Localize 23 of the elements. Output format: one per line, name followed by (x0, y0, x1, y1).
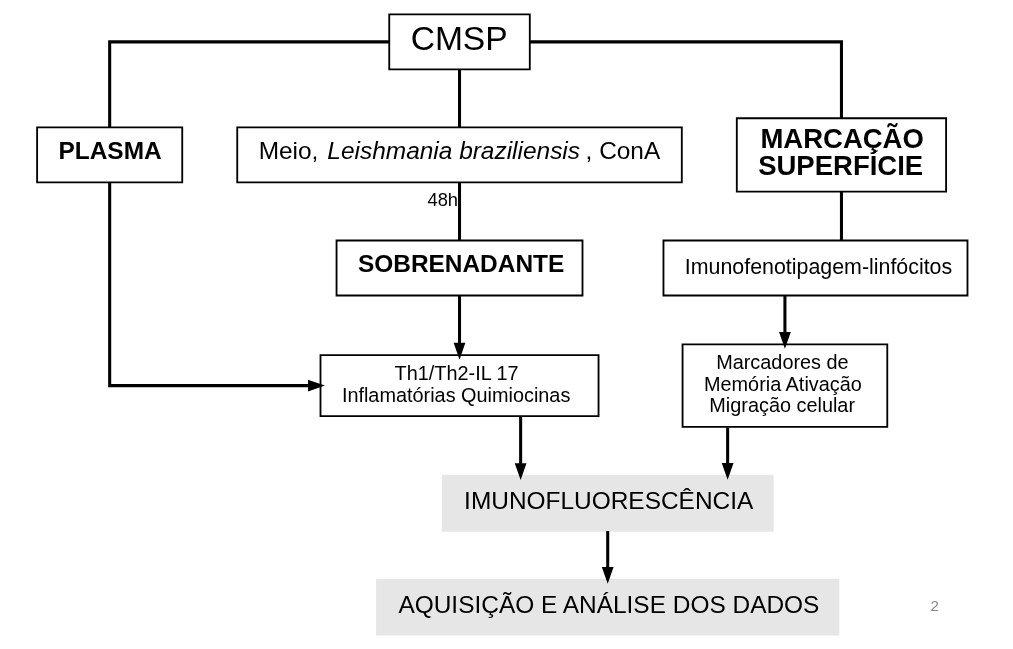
node-box: MARCAÇÃO SUPERFÍCIE (735, 117, 947, 193)
node-box: CMSP (388, 13, 531, 71)
node-box: Imunofenotipagem-linfócitos (662, 239, 969, 297)
node-box: Th1/Th2-IL 17 Inflamatórias Quimiocinas (319, 354, 600, 418)
arrow (779, 295, 791, 349)
edge-label: 48h (427, 189, 459, 211)
arrow (601, 531, 614, 584)
node-box: SOBRENADANTE (335, 239, 584, 297)
node-box: IMUNOFLUORESCÊNCIA (441, 474, 774, 532)
connector (839, 191, 843, 241)
connector (108, 40, 390, 127)
node-box: Meio, Leishmania braziliensis, ConA (236, 126, 683, 184)
label: 2 (930, 596, 939, 614)
arrow (721, 427, 734, 480)
arrow (108, 182, 325, 392)
node-box: PLASMA (36, 126, 184, 184)
node-box: Marcadores de Memória Ativação Migração celular (681, 343, 889, 428)
connector (458, 69, 462, 128)
arrow (514, 416, 527, 480)
connector (458, 182, 462, 241)
node-box: AQUISIÇÃO E ANÁLISE DOS DADOS (376, 578, 840, 636)
arrow (453, 295, 466, 360)
connector (530, 40, 843, 118)
